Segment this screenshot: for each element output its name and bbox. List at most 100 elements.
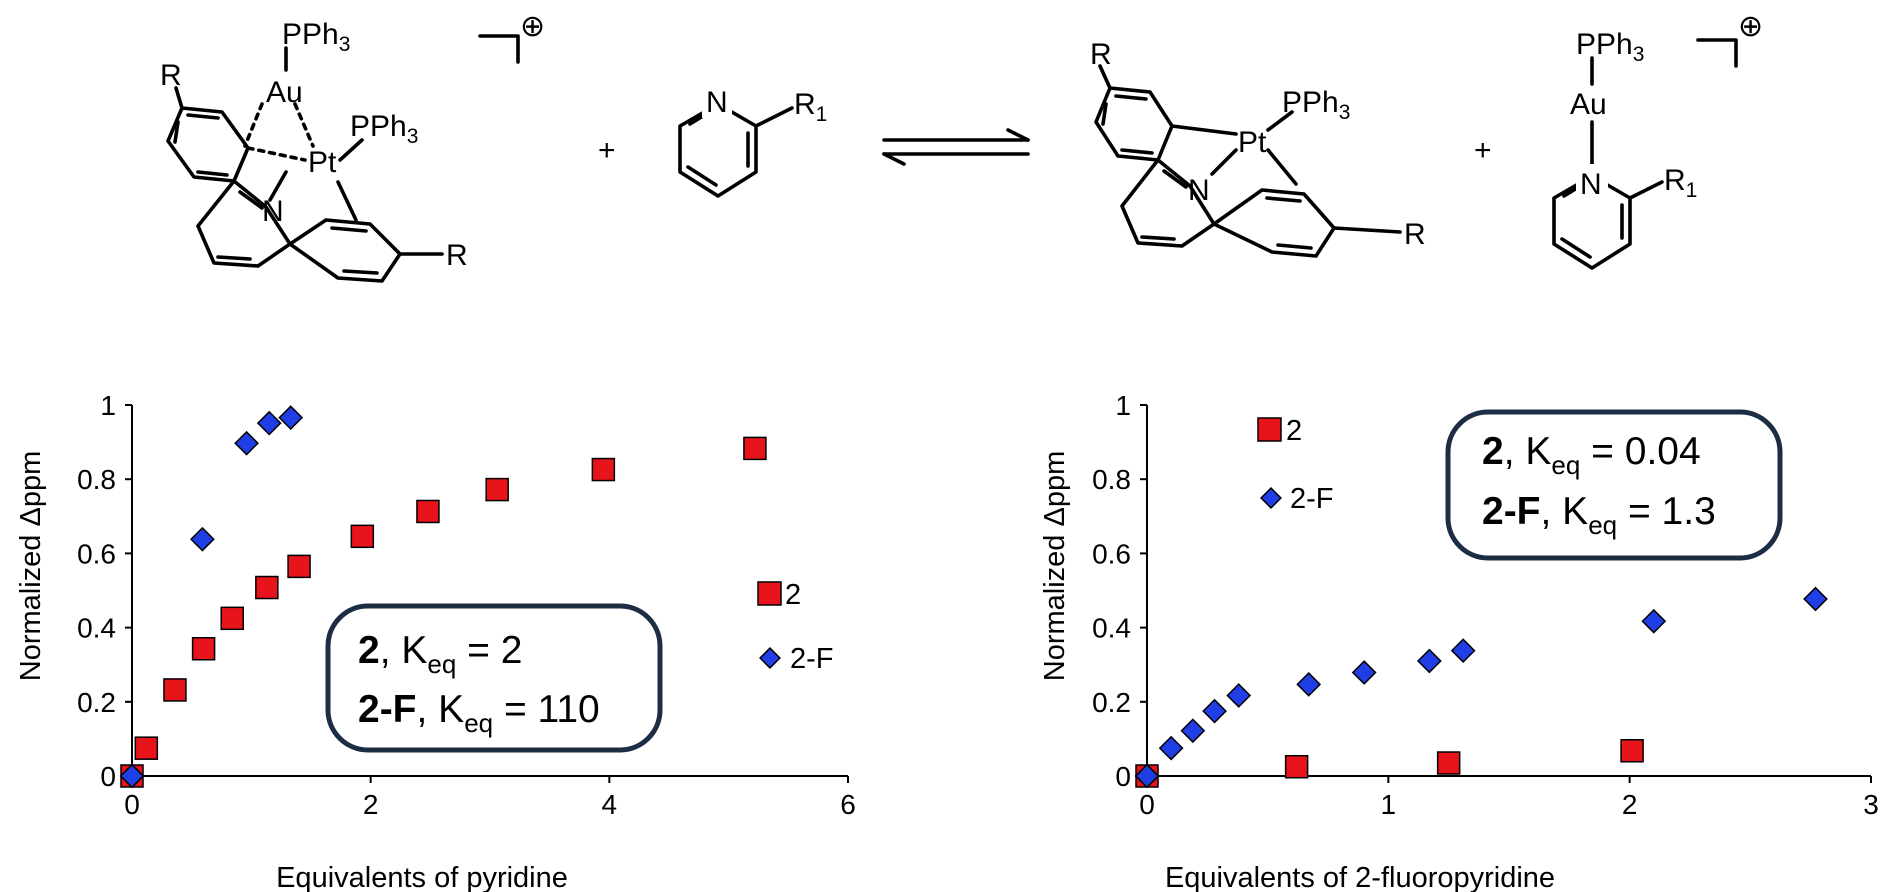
x-tick-label: 3	[1863, 789, 1879, 820]
data-points	[119, 405, 767, 789]
data-point-2	[485, 477, 509, 502]
product-platinum-complex: R Pt PPh3 N R	[1090, 38, 1426, 258]
data-point-2f	[1158, 735, 1184, 761]
r-substituent-label: R	[446, 239, 468, 272]
central-pyridine-ring	[196, 179, 292, 268]
data-point-2f	[1134, 763, 1160, 789]
legend-label-2f: 2-F	[1290, 483, 1334, 515]
reaction-scheme: PPh3 Au Pt PPh3 N R R ⊕ + N R1	[160, 10, 1763, 283]
nitrogen-atom-label: N	[1188, 174, 1210, 207]
data-point-2	[134, 736, 159, 760]
y-tick-label: 0.6	[1092, 538, 1131, 569]
plus-sign: +	[598, 134, 616, 167]
upper-phenyl-ring	[166, 106, 250, 183]
y-tick-label: 0.8	[77, 464, 116, 495]
data-point-2f	[1226, 683, 1252, 708]
pph3-label: PPh3	[1282, 86, 1350, 124]
equilibrium-arrows	[882, 128, 1030, 166]
keq-line-2: 2-F, Keq = 110	[358, 688, 600, 738]
reactant-complex: PPh3 Au Pt PPh3 N R R ⊕	[160, 10, 545, 283]
charge-bracket	[478, 34, 520, 64]
central-pyridine-ring	[1120, 158, 1216, 248]
legend-square-marker	[1257, 417, 1282, 442]
data-point-2	[416, 499, 440, 524]
x-axis-label: Equivalents of pyridine	[276, 862, 568, 892]
data-point-2f	[1351, 660, 1377, 685]
y-tick-label: 1	[1115, 390, 1131, 421]
x-tick-label: 2	[363, 789, 379, 820]
y-tick-label: 1	[100, 390, 116, 421]
x-tick-label: 4	[602, 789, 618, 820]
data-point-2	[1436, 751, 1461, 775]
x-axis-label: Equivalents of 2-fluoropyridine	[1165, 862, 1555, 892]
x-tick-label: 0	[124, 789, 140, 820]
data-point-2	[591, 457, 616, 482]
legend-label-2: 2	[1286, 415, 1302, 447]
legend-label-2f: 2-F	[790, 643, 834, 675]
data-point-2f	[1180, 718, 1206, 744]
r-substituent-label: R	[160, 59, 182, 92]
data-point-2f	[1641, 608, 1667, 634]
data-point-2f	[1202, 698, 1227, 724]
data-point-2f	[278, 405, 304, 430]
platinum-atom-label: Pt	[1238, 126, 1267, 159]
data-point-2f	[1450, 638, 1476, 663]
y-tick-label: 0	[1115, 761, 1131, 792]
keq-annotation-box: 2, Keq = 2 2-F, Keq = 110	[325, 603, 663, 753]
data-point-2f	[234, 430, 259, 456]
keq-line-1: 2, Keq = 2	[358, 629, 522, 679]
chart-axes	[1140, 404, 1872, 783]
data-points	[1134, 586, 1828, 789]
data-point-2	[255, 575, 279, 600]
x-tick-label: 2	[1622, 789, 1638, 820]
data-point-2f	[190, 526, 215, 552]
data-point-2	[1284, 754, 1309, 779]
data-point-2f	[1416, 648, 1442, 674]
y-tick-label: 0.2	[1092, 687, 1131, 718]
left-titration-chart: 0 0.2 0.4 0.6 0.8 1 0 2 4 6 Equivalents of pyrid…	[15, 390, 856, 892]
positive-charge-icon: ⊕	[1738, 10, 1763, 43]
r1-substituent-label: R1	[1664, 164, 1697, 202]
chart-axes	[125, 404, 849, 783]
r-substituent-label: R	[1404, 218, 1426, 251]
y-axis-label: Normalized Δppm	[1039, 451, 1071, 682]
data-point-2f	[119, 763, 145, 789]
positive-charge-icon: ⊕	[520, 10, 545, 43]
nitrogen-atom-label: N	[262, 195, 284, 228]
data-point-2	[287, 554, 311, 579]
pph3-label: PPh3	[1576, 28, 1644, 66]
keq-line-1: 2, Keq = 0.04	[1482, 430, 1701, 480]
data-point-2	[220, 606, 244, 631]
r1-substituent-label: R1	[794, 88, 827, 126]
y-tick-labels: 0 0.2 0.4 0.6 0.8 1	[77, 390, 116, 792]
legend-diamond-marker	[759, 647, 781, 669]
y-tick-label: 0.4	[1092, 613, 1131, 644]
y-tick-label: 0.4	[77, 613, 116, 644]
data-point-2f	[256, 410, 282, 436]
y-axis-label: Normalized Δppm	[15, 451, 47, 682]
data-point-2f	[1296, 671, 1322, 697]
nitrogen-atom-label: N	[1580, 168, 1602, 201]
pph3-label: PPh3	[282, 18, 350, 56]
legend-label-2: 2	[785, 579, 801, 611]
data-point-2	[350, 524, 375, 549]
keq-line-2: 2-F, Keq = 1.3	[1482, 490, 1716, 540]
legend: 2 2-F	[1257, 415, 1334, 515]
nitrogen-atom-label: N	[706, 86, 728, 119]
gold-atom-label: Au	[1570, 88, 1607, 121]
pyridine-reagent: N R1	[678, 82, 827, 198]
legend-square-marker	[757, 581, 782, 606]
y-tick-label: 0	[100, 761, 116, 792]
x-tick-labels: 0 2 4 6	[124, 789, 856, 820]
y-tick-label: 0.6	[77, 538, 116, 569]
y-tick-label: 0.2	[77, 687, 116, 718]
r-substituent-label: R	[1090, 38, 1112, 71]
keq-annotation-box: 2, Keq = 0.04 2-F, Keq = 1.3	[1445, 409, 1783, 561]
legend-diamond-marker	[1260, 487, 1282, 509]
x-tick-label: 1	[1381, 789, 1397, 820]
x-tick-label: 6	[840, 789, 856, 820]
pph3-label: PPh3	[350, 110, 418, 148]
